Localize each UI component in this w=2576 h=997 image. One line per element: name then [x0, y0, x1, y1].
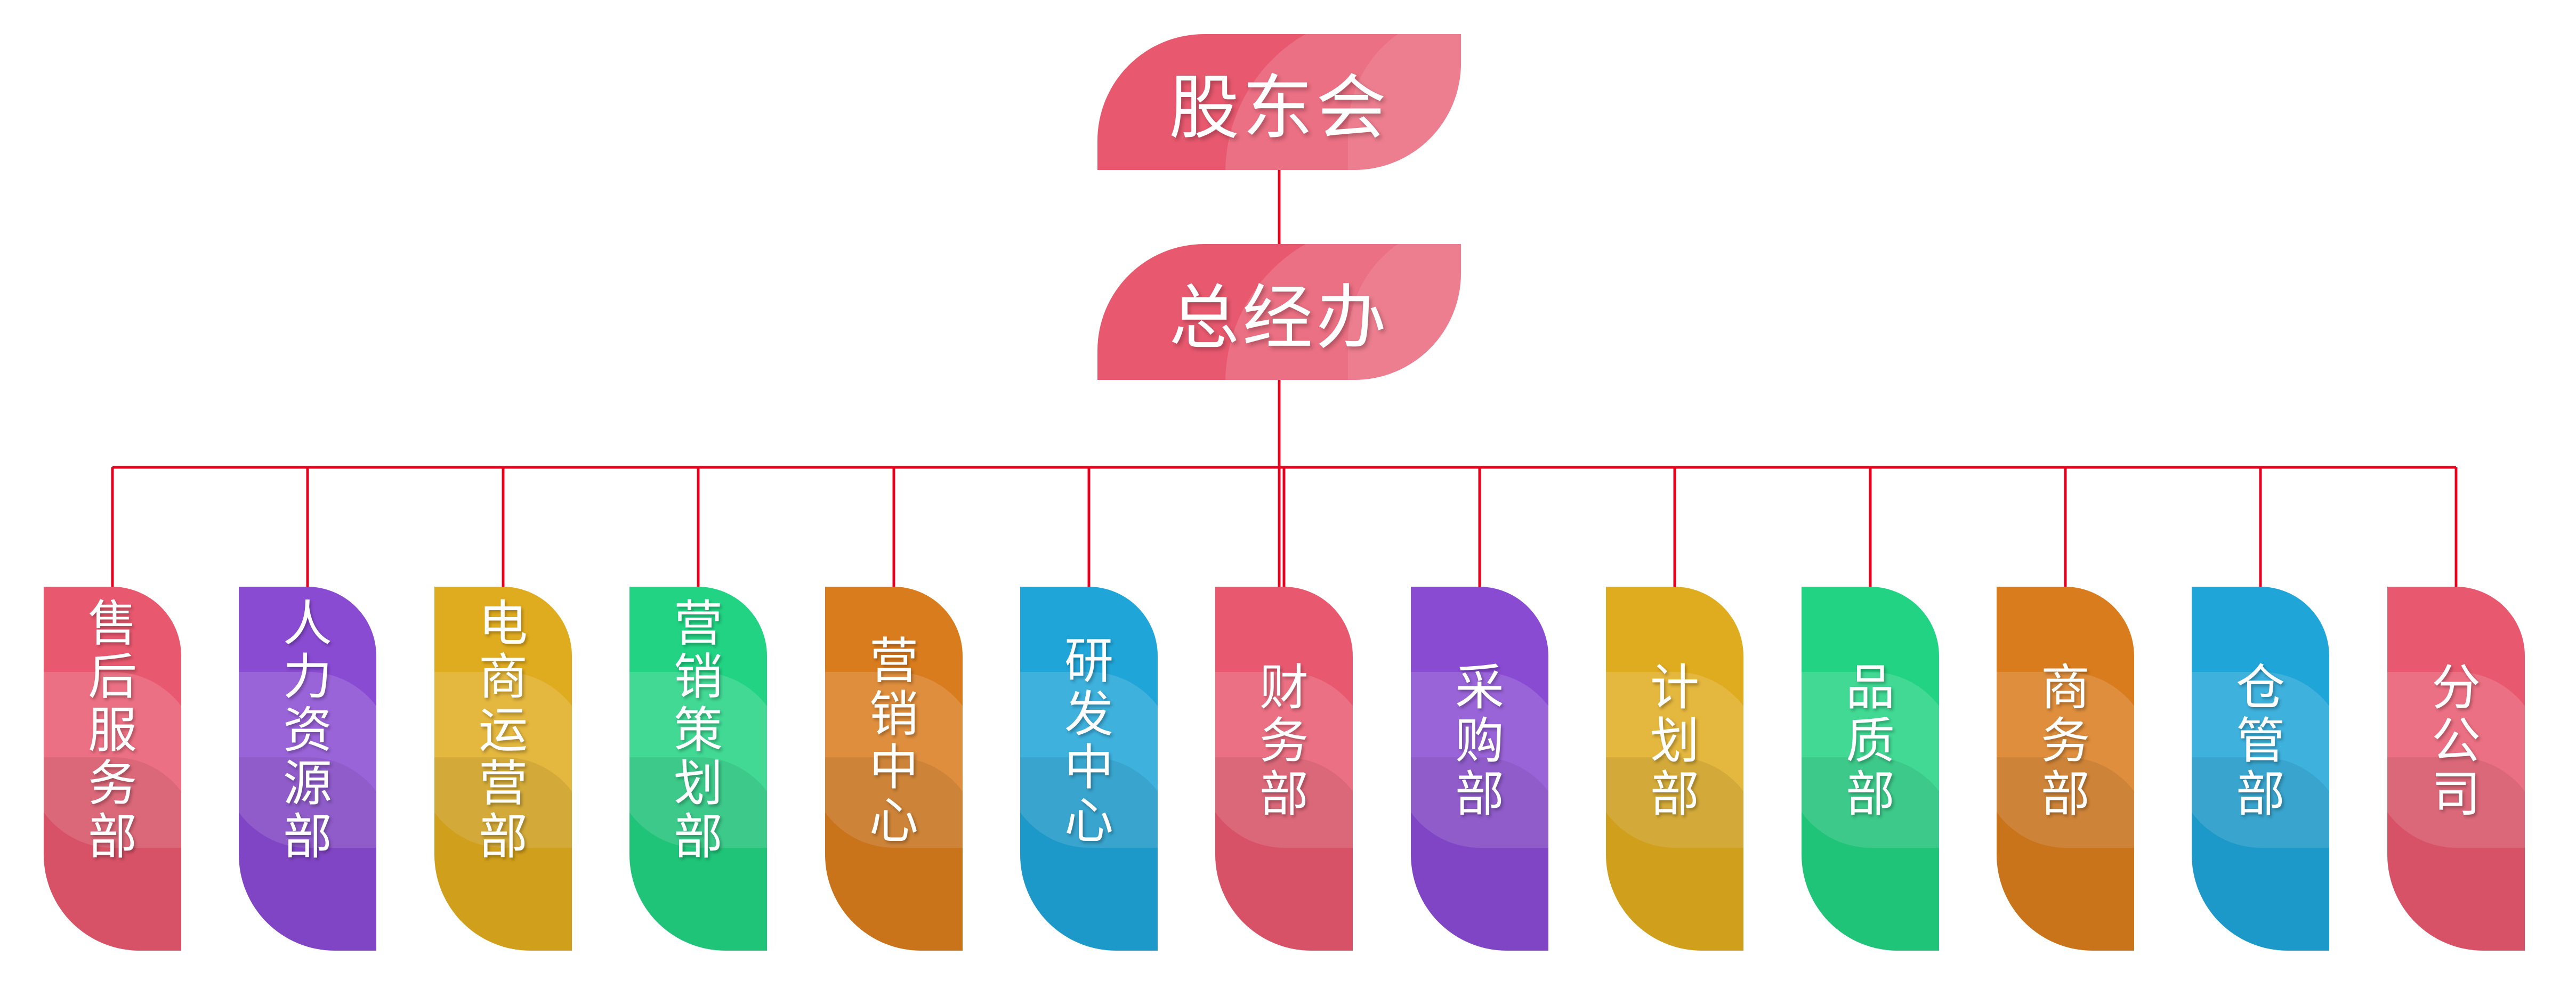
department-node: 售后服务部	[44, 587, 181, 951]
department-label: 研发中心	[1064, 633, 1113, 849]
department-label: 计划部	[1650, 659, 1699, 823]
department-label: 分公司	[2431, 659, 2481, 823]
department-node: 营销中心	[825, 587, 963, 951]
department-node: 分公司	[2387, 587, 2525, 951]
department-node: 电商运营部	[434, 587, 572, 951]
department-label: 人力资源部	[282, 595, 332, 865]
department-label: 售后服务部	[87, 595, 137, 865]
department-node: 营销策划部	[629, 587, 767, 951]
shareholders-node: 股东会	[1097, 34, 1461, 170]
department-label: 仓管部	[2235, 659, 2285, 823]
department-label: 商务部	[2040, 659, 2090, 823]
department-node: 商务部	[1997, 587, 2134, 951]
department-node: 研发中心	[1020, 587, 1158, 951]
department-label: 采购部	[1455, 659, 1504, 823]
department-node: 财务部	[1215, 587, 1353, 951]
general-office-node: 总经办	[1097, 244, 1461, 380]
department-label: 营销策划部	[673, 595, 723, 865]
department-label: 电商运营部	[478, 595, 528, 865]
department-node: 计划部	[1606, 587, 1743, 951]
department-node: 品质部	[1802, 587, 1939, 951]
shareholders-label: 股东会	[1169, 67, 1390, 149]
department-label: 营销中心	[869, 633, 918, 849]
general-office-label: 总经办	[1169, 277, 1390, 359]
department-node: 采购部	[1411, 587, 1548, 951]
department-label: 财务部	[1259, 659, 1309, 823]
department-node: 仓管部	[2192, 587, 2329, 951]
department-node: 人力资源部	[239, 587, 376, 951]
department-label: 品质部	[1845, 659, 1895, 823]
